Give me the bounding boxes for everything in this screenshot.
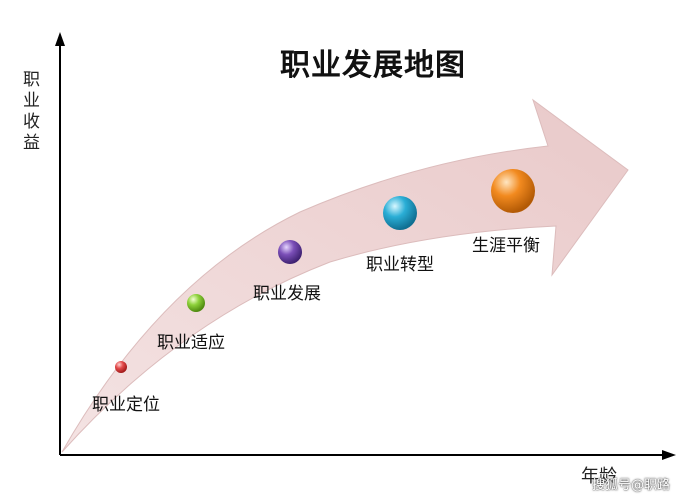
x-axis-arrowhead (662, 450, 676, 460)
stage-dot-transition (383, 196, 417, 230)
stage-label-development: 职业发展 (253, 284, 321, 304)
watermark: 搜狐号@职路 (592, 478, 671, 493)
y-axis-label: 职业收益 (19, 70, 39, 154)
stage-dot-balance (491, 169, 535, 213)
stage-dot-development (278, 240, 302, 264)
growth-arrow (61, 98, 629, 453)
stage-dot-adaptation (187, 294, 205, 312)
stage-label-balance: 生涯平衡 (472, 236, 540, 256)
stage-label-positioning: 职业定位 (92, 395, 160, 415)
stage-label-transition: 职业转型 (366, 255, 434, 275)
stage-label-adaptation: 职业适应 (157, 333, 225, 353)
y-axis-arrowhead (55, 32, 65, 46)
stage-dot-positioning (115, 361, 127, 373)
x-axis-label: 年龄 (581, 466, 617, 487)
diagram-title: 职业发展地图 (280, 48, 466, 83)
